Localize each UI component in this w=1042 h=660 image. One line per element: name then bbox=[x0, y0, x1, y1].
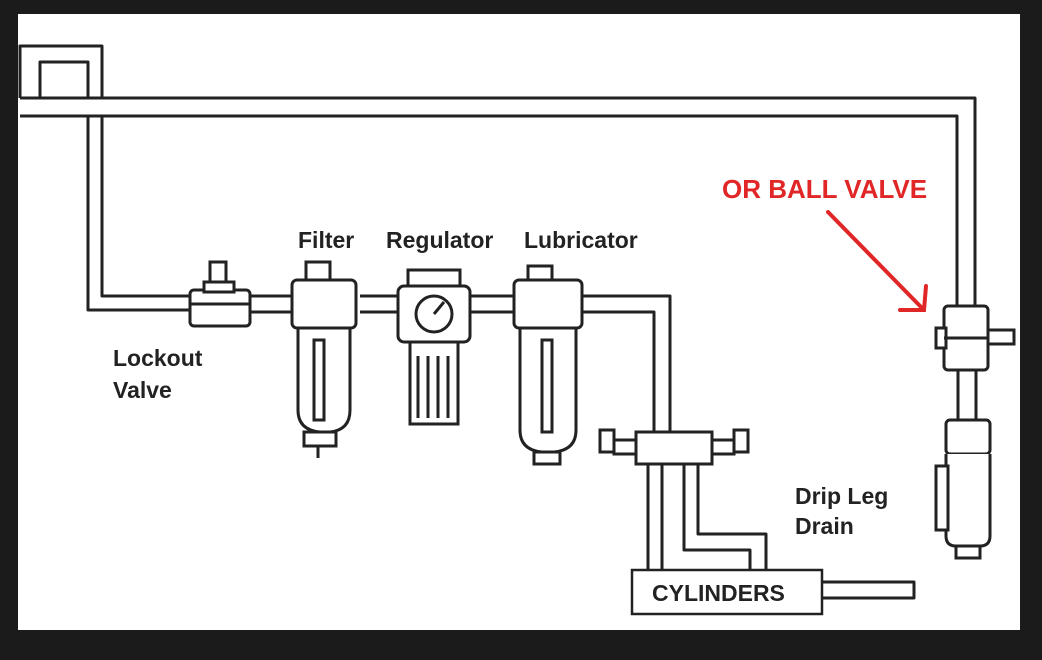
pipe-inline-top bbox=[250, 294, 672, 432]
regulator-body bbox=[396, 268, 472, 426]
pipe-inline-bottom bbox=[250, 310, 656, 432]
pipe-cyl-exit bbox=[822, 580, 916, 600]
label-regulator: Regulator bbox=[386, 227, 494, 253]
label-lubricator: Lubricator bbox=[524, 227, 638, 253]
diagram-frame: OR BALL VALVE Filter Regulator Lubricato… bbox=[18, 14, 1020, 630]
pipe-left-drop-inner bbox=[100, 116, 190, 298]
callout-label: OR BALL VALVE bbox=[722, 174, 928, 204]
lockout-valve-body bbox=[188, 260, 252, 328]
label-filter: Filter bbox=[298, 227, 355, 253]
label-drip-leg-line1: Drip Leg bbox=[795, 483, 889, 509]
lubricator-body bbox=[512, 264, 584, 466]
manifold-body bbox=[598, 428, 750, 466]
pipe-header-outer bbox=[20, 96, 977, 310]
pipe-left-drop bbox=[86, 116, 190, 312]
label-lockout-line2: Valve bbox=[113, 377, 172, 403]
pipe-cyl-2 bbox=[682, 462, 768, 570]
pipe-top-loop-inner bbox=[38, 60, 90, 98]
cylinders-box bbox=[630, 568, 824, 616]
filter-body bbox=[290, 260, 358, 458]
pipe-top-loop bbox=[18, 44, 104, 98]
label-cylinders: CYLINDERS bbox=[652, 580, 785, 606]
pneumatic-diagram bbox=[18, 44, 1016, 616]
drip-leg-body bbox=[934, 418, 992, 560]
ball-valve-body bbox=[934, 304, 1016, 424]
label-drip-leg-line2: Drain bbox=[795, 513, 854, 539]
pipe-header-inner bbox=[20, 114, 959, 310]
callout-arrow bbox=[826, 210, 928, 312]
label-lockout-line1: Lockout bbox=[113, 345, 203, 371]
pipe-cyl-1 bbox=[646, 462, 664, 570]
